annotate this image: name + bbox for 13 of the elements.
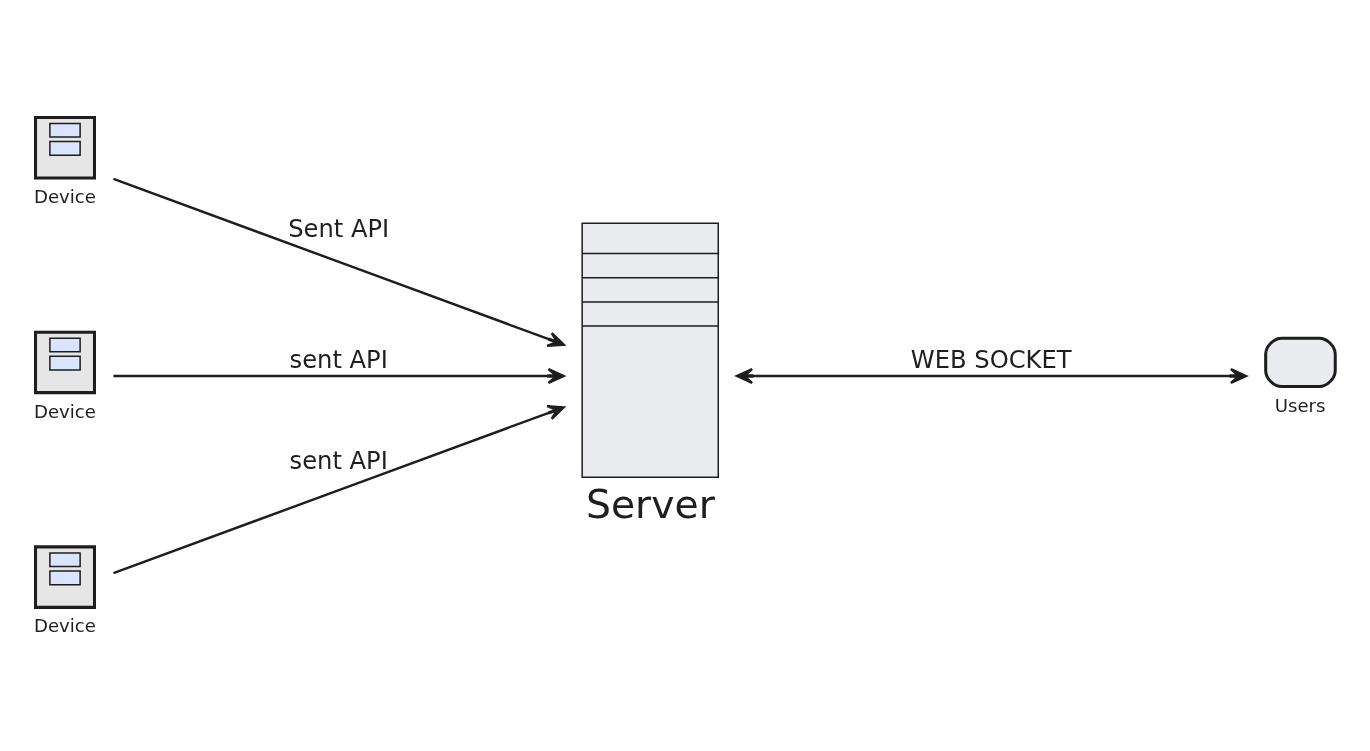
arrow <box>113 404 565 574</box>
edge-label: sent API <box>289 345 388 374</box>
node-label: Device <box>34 185 96 207</box>
arrow <box>113 367 565 384</box>
node-label: Device <box>34 614 96 636</box>
edge-label: Sent API <box>288 214 390 243</box>
arrow <box>113 177 565 347</box>
node-label: Users <box>1274 394 1326 416</box>
edge-label: sent API <box>289 446 388 475</box>
node-label: Server <box>585 481 715 527</box>
edge-label: WEB SOCKET <box>910 345 1072 374</box>
arrow <box>735 367 1248 384</box>
node-label: Device <box>34 400 96 422</box>
